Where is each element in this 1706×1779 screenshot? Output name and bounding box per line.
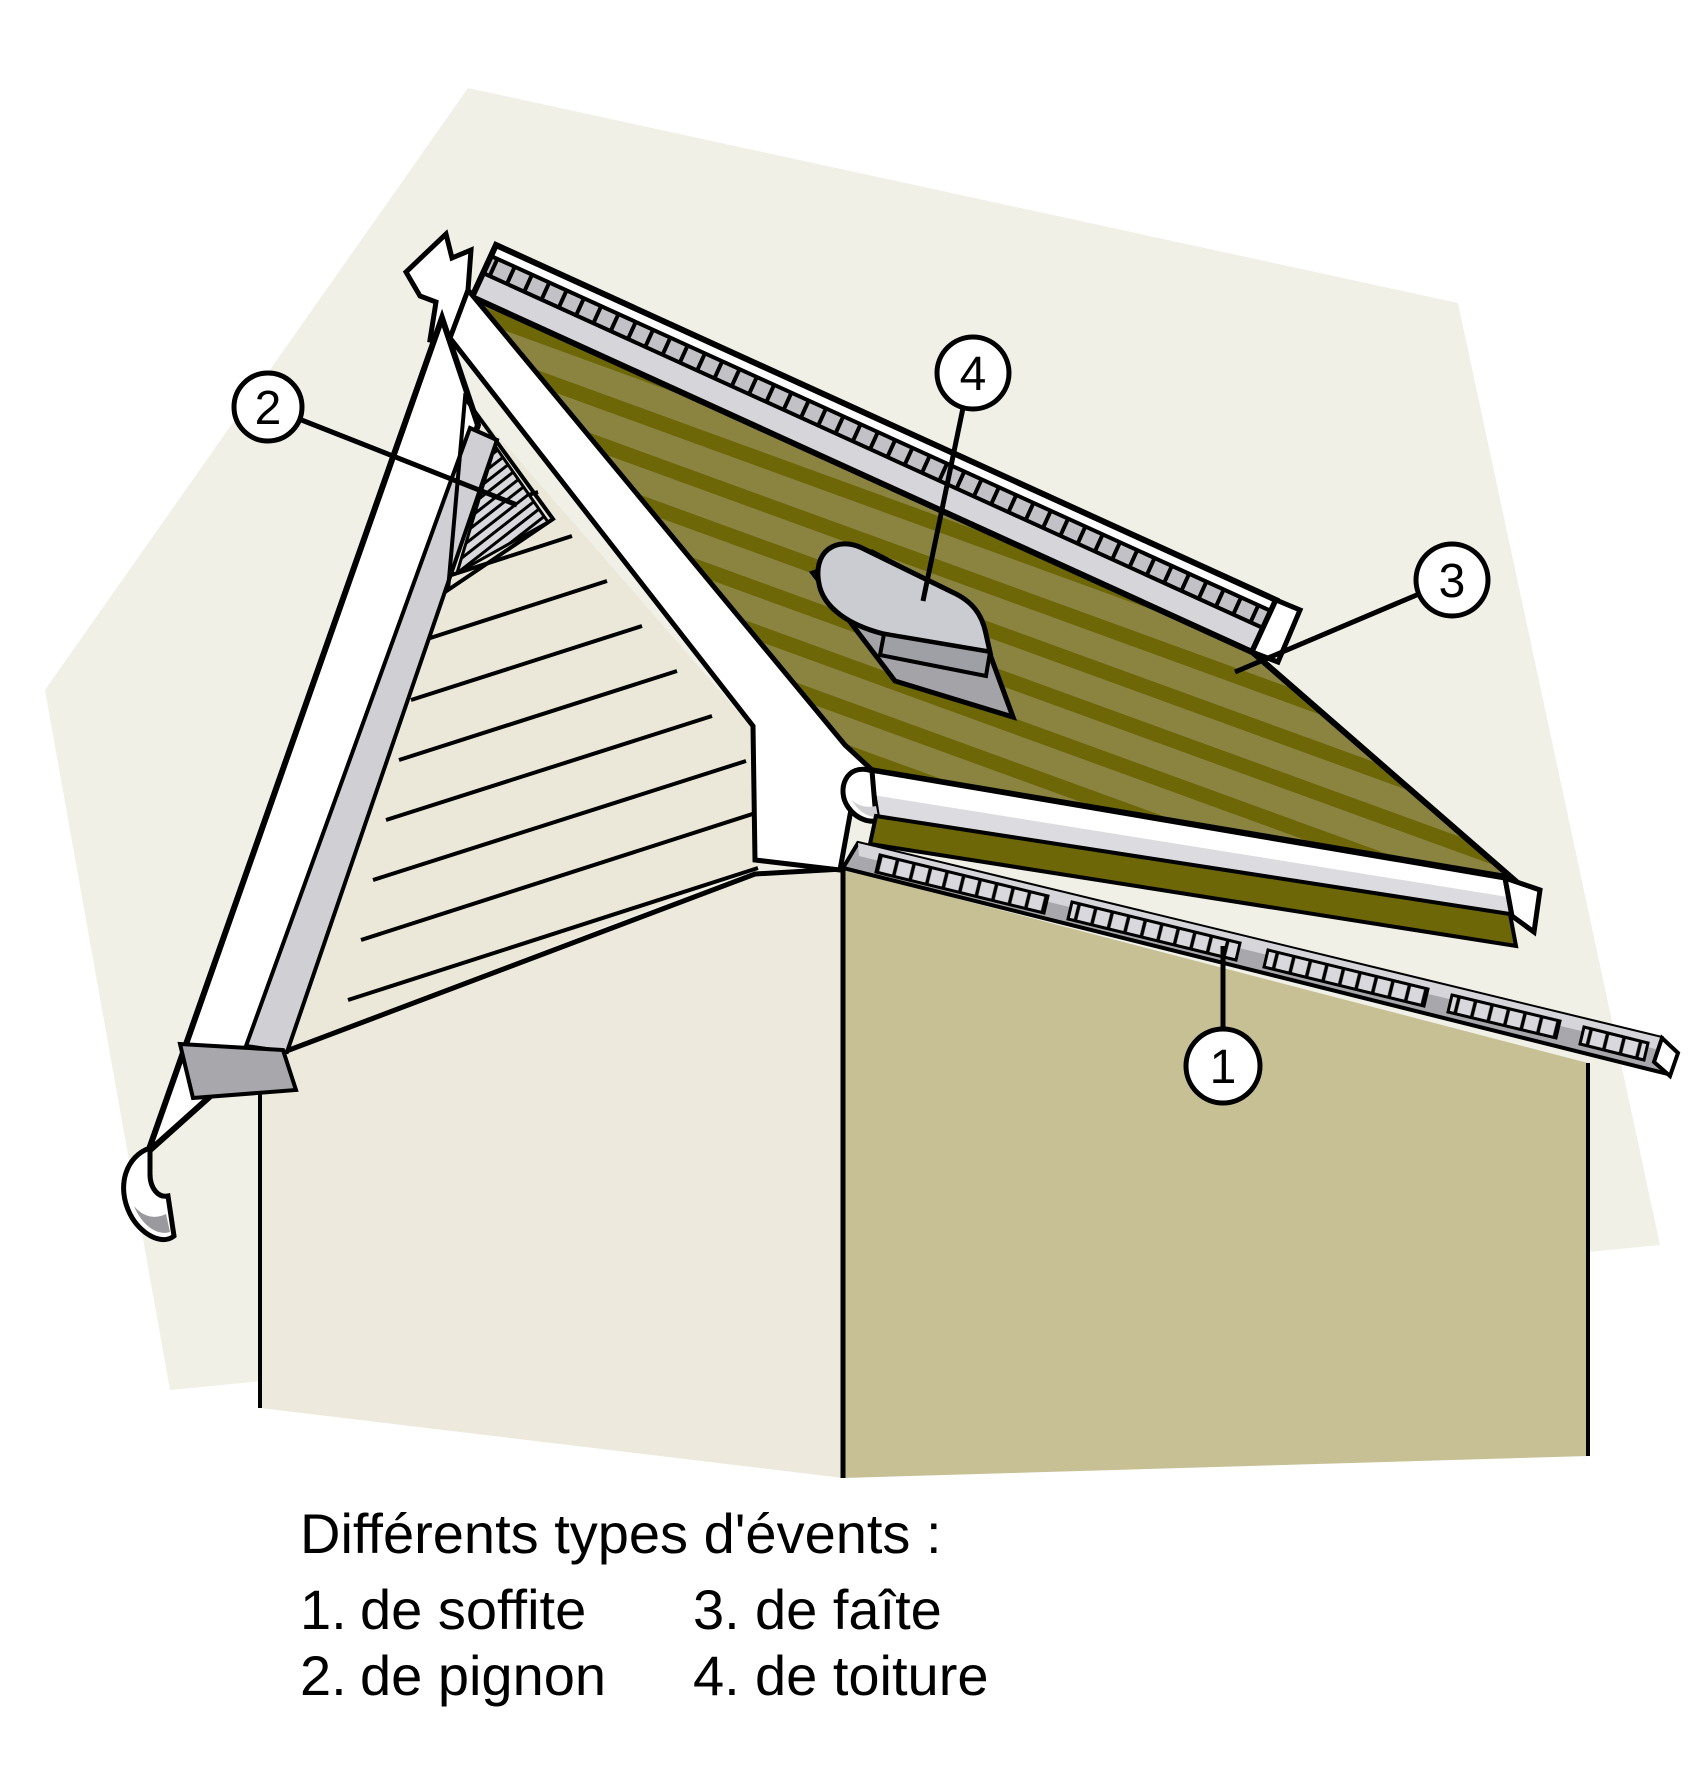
leader-line-4 (920, 407, 966, 602)
ridge-board-near (472, 273, 1263, 652)
ridge-vent (468, 241, 1304, 666)
gable-soffit-return (177, 1041, 299, 1101)
legend-item-label: de toiture (755, 1644, 989, 1707)
legend-item-label: de soffite (360, 1578, 587, 1641)
ridge-board-far (491, 245, 1276, 611)
soffit-end-cap (1651, 1034, 1681, 1080)
legend-item-number: 3. (693, 1578, 740, 1641)
leader-line-2 (298, 416, 518, 508)
gable-wall-top-edge (259, 866, 844, 1064)
gable-vent-louvers (457, 446, 548, 573)
gable-siding (260, 398, 760, 1061)
roof-deck-edge (867, 813, 1519, 949)
soffit-vent-strips (874, 853, 1650, 1062)
legend-item-label: de faîte (755, 1578, 942, 1641)
soffit-vent-strip (1262, 948, 1430, 1008)
legend-title: Différents types d'évents : (300, 1502, 942, 1565)
roof-vent-hood-front (877, 631, 993, 679)
fascia-end-cap (1501, 874, 1543, 937)
front-wall (843, 869, 1588, 1478)
eave-fascia (840, 766, 1543, 937)
callout-1-soffit-vent: 1 (1183, 1026, 1263, 1106)
left-rake-board (121, 308, 500, 1243)
fascia-shade (873, 795, 1512, 916)
legend-item-label: de pignon (360, 1644, 607, 1707)
soffit (839, 840, 1681, 1080)
left-rake-curl-shade (134, 1206, 170, 1233)
callout-2-number: 2 (255, 382, 282, 435)
gable-siding-lines (347, 490, 766, 1002)
roof-vent-hood (815, 541, 994, 656)
callout-3-number: 3 (1439, 555, 1466, 608)
legend-item-number: 4. (693, 1644, 740, 1707)
gable-wall (260, 869, 843, 1478)
soffit-vent-strip (1446, 993, 1562, 1040)
gutter-curl-shade (852, 800, 878, 818)
gable-vent-frame (445, 392, 556, 595)
leader-lines (298, 407, 1420, 1029)
callout-2-gable-vent: 2 (231, 370, 305, 444)
legend-item-number: 1. (300, 1578, 347, 1641)
callout-4-roof-vent: 4 (934, 334, 1012, 412)
gable-vent (445, 392, 556, 595)
legend-item-number: 2. (300, 1644, 347, 1707)
callout-4-number: 4 (960, 348, 987, 401)
soffit-vent-strip (874, 853, 1050, 915)
soffit-vent-strip (1066, 900, 1242, 962)
callout-1-number: 1 (1210, 1041, 1237, 1094)
leader-line-3 (1234, 591, 1420, 675)
right-rake-board (447, 285, 876, 873)
legend: 1. de soffite 3. de faîte 2. de pignon 4… (300, 1577, 989, 1709)
soffit-vent-strip (1578, 1025, 1650, 1062)
callout-3-ridge-vent: 3 (1413, 541, 1491, 619)
roof-vent (808, 541, 1018, 721)
ridge-line-2 (490, 254, 1272, 613)
left-rake-lining (243, 425, 500, 1055)
ridge-line-1 (482, 271, 1264, 630)
ridge-vent-louvers (483, 256, 1271, 628)
callouts: 1 2 3 4 (231, 334, 1491, 1106)
